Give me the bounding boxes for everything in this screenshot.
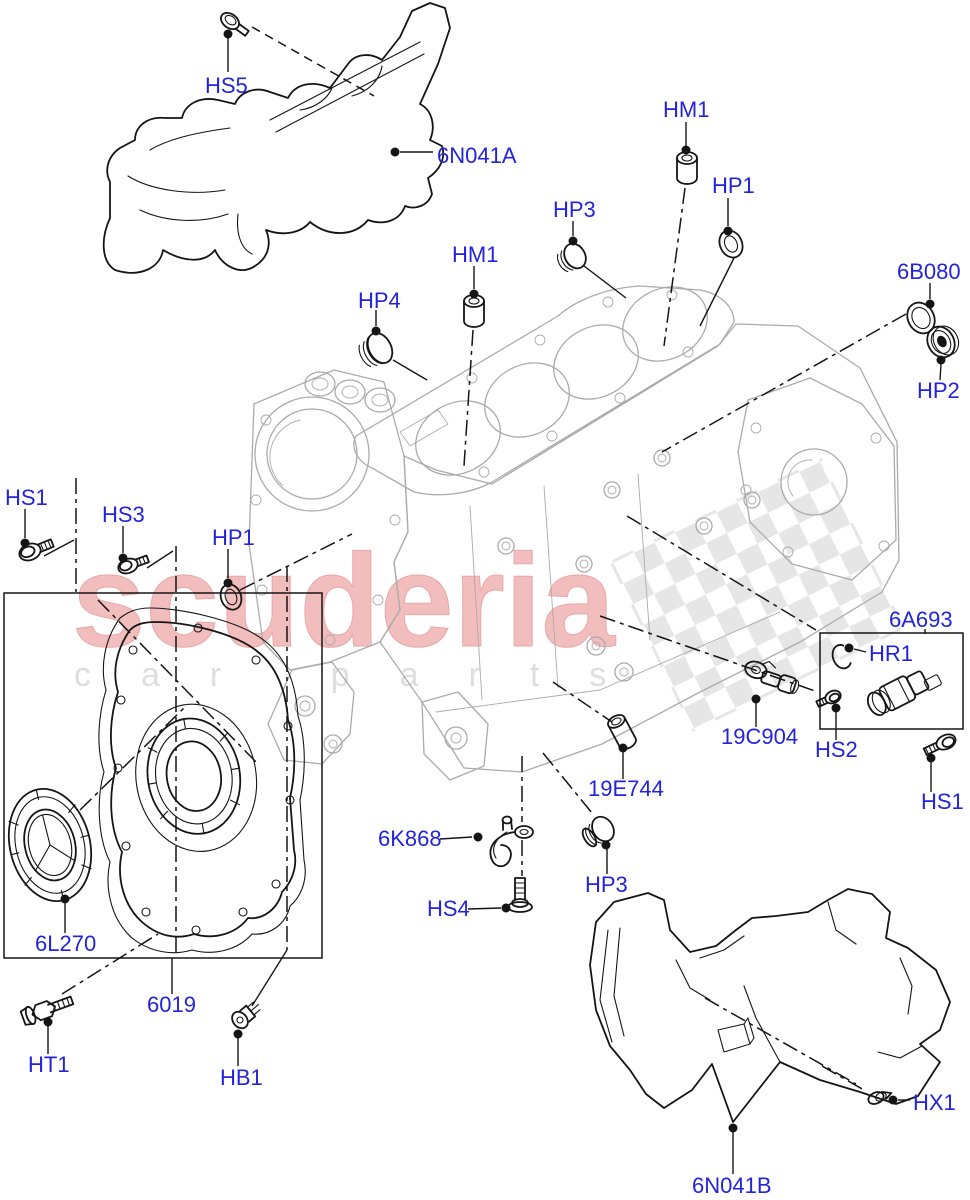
watermark: scuderia car parts [72, 457, 905, 733]
part-HP1-plug-top [699, 198, 744, 327]
part-label-6l270[interactable]: 6L270 [35, 931, 96, 956]
part-6019-timing-cover [3, 592, 323, 994]
engine-block-drawing [248, 285, 900, 781]
part-6N041A-heat-shield [102, 2, 451, 274]
part-HS1-bolt-left [18, 509, 75, 562]
part-label-hm1-mid[interactable]: HM1 [452, 242, 498, 267]
part-label-hs1-right[interactable]: HS1 [921, 789, 964, 814]
part-6A693-solenoid [819, 629, 964, 730]
part-6N041B-heat-shield [589, 888, 951, 1174]
part-label-hs2[interactable]: HS2 [815, 737, 858, 762]
part-label-hp4[interactable]: HP4 [358, 288, 401, 313]
part-label-hx1[interactable]: HX1 [913, 1090, 956, 1115]
part-label-6b080[interactable]: 6B080 [897, 259, 961, 284]
part-HP3-plug-top [557, 221, 627, 299]
assembly-axis-lines [61, 26, 907, 1091]
part-label-6a693[interactable]: 6A693 [889, 607, 953, 632]
part-label-hm1-top[interactable]: HM1 [663, 97, 709, 122]
part-HP3-plug-bottom [581, 815, 615, 874]
part-HS4-bolt [467, 877, 533, 913]
part-label-hp3-top[interactable]: HP3 [553, 197, 596, 222]
part-HP4-plug [358, 310, 428, 381]
part-label-6k868[interactable]: 6K868 [378, 826, 442, 851]
part-label-hp3-bottom[interactable]: HP3 [585, 872, 628, 897]
part-HT1-stud [19, 995, 75, 1054]
detail-box-6019 [3, 592, 323, 959]
part-label-19c904[interactable]: 19C904 [721, 724, 798, 749]
part-label-6019[interactable]: 6019 [147, 992, 196, 1017]
part-HB1-bolt [231, 1001, 261, 1066]
detail-box-6A693 [819, 632, 964, 730]
part-label-hp1-left[interactable]: HP1 [212, 525, 255, 550]
part-HM1-dowel-mid [463, 266, 485, 328]
watermark-subtext: car parts [74, 656, 656, 694]
part-HM1-dowel-top [676, 122, 698, 185]
part-6K868-oil-jet [439, 815, 534, 868]
part-label-hr1[interactable]: HR1 [869, 641, 913, 666]
part-HR1-o-ring [831, 644, 852, 670]
part-label-hs5[interactable]: HS5 [205, 73, 248, 98]
watermark-brand-text: scuderia [72, 527, 617, 674]
callout-leader-6N041A [390, 147, 433, 157]
part-label-19e744[interactable]: 19E744 [588, 776, 664, 801]
part-19E744-bushing [607, 714, 637, 779]
part-label-hs3[interactable]: HS3 [102, 502, 145, 527]
part-HS1-bolt-right [922, 733, 957, 792]
part-label-hb1[interactable]: HB1 [220, 1065, 263, 1090]
part-19C904-sensor [744, 660, 800, 727]
part-label-6n041a[interactable]: 6N041A [437, 143, 517, 168]
head-gasket [353, 285, 735, 496]
part-label-hs4[interactable]: HS4 [427, 896, 470, 921]
part-label-hp1-top[interactable]: HP1 [712, 173, 755, 198]
part-6B080-seal [906, 283, 960, 381]
part-HS3-bolt [117, 526, 174, 575]
part-HX1-clip [867, 1091, 910, 1105]
part-HS5-screw [220, 11, 250, 72]
part-label-hp2[interactable]: HP2 [917, 378, 960, 403]
callout-labels: HS5 6N041A HM1 HP1 HP3 6B080 HM1 HP4 HP2… [5, 73, 964, 1198]
part-6L270-seal [7, 787, 93, 933]
part-label-hs1-left[interactable]: HS1 [5, 485, 48, 510]
cylinder-block [248, 323, 900, 781]
part-label-6n041b[interactable]: 6N041B [692, 1173, 772, 1198]
part-HS2-bolt [815, 689, 842, 740]
part-label-ht1[interactable]: HT1 [28, 1052, 70, 1077]
